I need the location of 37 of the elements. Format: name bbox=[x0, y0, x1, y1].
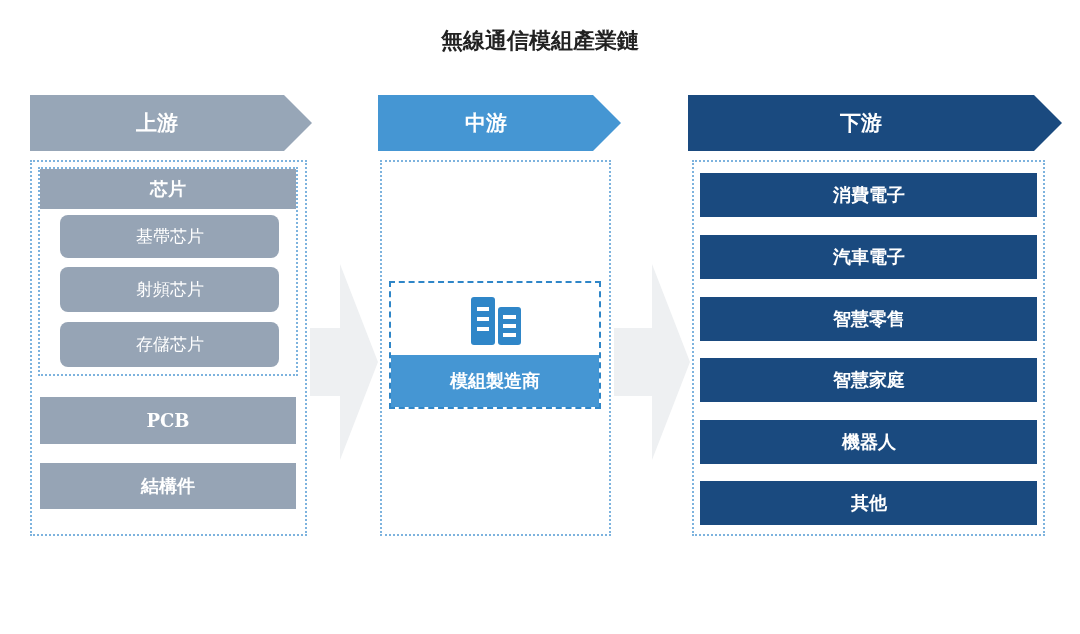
label-bar bbox=[700, 481, 1037, 525]
label-text: 模組製造商 bbox=[450, 369, 540, 393]
label-text: 消費電子 bbox=[832, 183, 905, 207]
dotted-panel bbox=[38, 167, 298, 376]
dotted-panel bbox=[380, 160, 611, 536]
label-text: 智慧零售 bbox=[832, 307, 905, 331]
label-bar bbox=[700, 235, 1037, 279]
label-bar bbox=[40, 463, 296, 509]
label-text: 基帶芯片 bbox=[135, 225, 204, 248]
dotted-panel bbox=[30, 160, 307, 536]
rounded-box bbox=[60, 215, 279, 258]
label-text: 芯片 bbox=[150, 177, 186, 201]
label-text: 上游 bbox=[136, 110, 178, 135]
chevron-header bbox=[30, 95, 312, 151]
label-bar bbox=[700, 297, 1037, 341]
rounded-box bbox=[60, 267, 279, 312]
label-bar bbox=[40, 169, 296, 209]
dashed-box bbox=[389, 281, 601, 409]
label-text: 其他 bbox=[850, 491, 887, 515]
label-bar bbox=[700, 173, 1037, 217]
label-bar bbox=[700, 420, 1037, 464]
label-text: 智慧家庭 bbox=[832, 368, 905, 392]
label-text: 下游 bbox=[840, 110, 882, 135]
title: 無線通信模組產業鏈 bbox=[440, 26, 640, 55]
label-bar bbox=[40, 397, 296, 444]
rounded-box bbox=[60, 322, 279, 367]
label-text: PCB bbox=[146, 410, 190, 431]
dotted-panel bbox=[692, 160, 1045, 536]
label-text: 存儲芯片 bbox=[135, 333, 204, 356]
chevron-header bbox=[378, 95, 621, 151]
label-text: 結構件 bbox=[141, 474, 195, 498]
label-text: 機器人 bbox=[841, 430, 896, 454]
label-text: 中游 bbox=[464, 110, 507, 135]
label-text: 汽車電子 bbox=[832, 245, 905, 269]
label-bar bbox=[700, 358, 1037, 402]
chevron-header bbox=[688, 95, 1062, 151]
label-text: 射頻芯片 bbox=[135, 278, 204, 301]
